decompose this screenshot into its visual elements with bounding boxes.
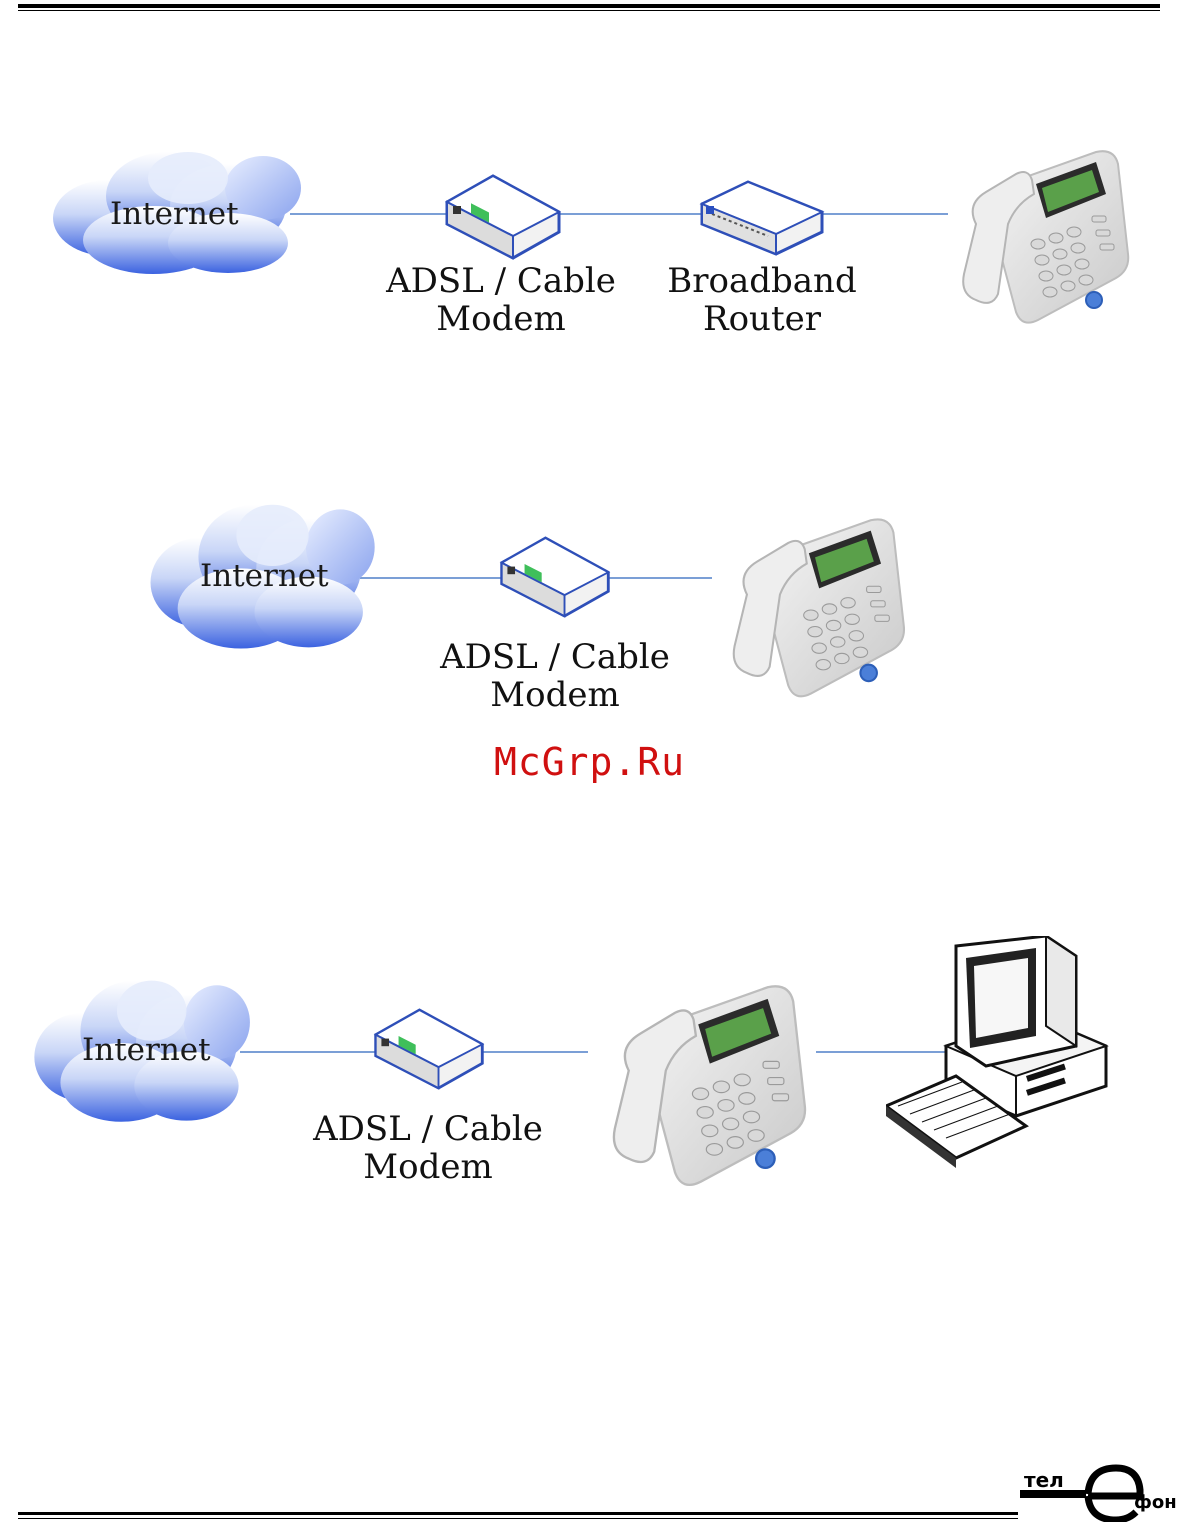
phone-icon [594,978,814,1198]
router-icon [698,176,828,260]
computer-icon [886,936,1118,1172]
logo-text-top: тел [1024,1468,1064,1492]
telefon-logo: тел фон [1018,1462,1178,1522]
internet-label: Internet [110,196,239,232]
router-label: Broadband Router [652,262,872,338]
logo-text-bottom: фон [1134,1492,1177,1513]
internet-label: Internet [200,558,329,594]
modem-label-line-1: ADSL / Cable [370,262,632,300]
bottom-rule-thick [18,1512,1018,1515]
router-label-line-1: Broadband [652,262,872,300]
modem-icon [438,172,568,264]
modem-label-line-2: Modem [430,676,680,714]
phone-icon [716,512,912,708]
modem-label: ADSL / Cable Modem [370,262,632,338]
watermark: McGrp.Ru [494,740,685,784]
phone-icon [946,144,1136,334]
modem-label: ADSL / Cable Modem [306,1110,550,1186]
modem-label: ADSL / Cable Modem [430,638,680,714]
router-label-line-2: Router [652,300,872,338]
internet-label: Internet [82,1032,211,1068]
modem-label-line-2: Modem [306,1148,550,1186]
modem-icon [370,1004,488,1096]
modem-label-line-1: ADSL / Cable [430,638,680,676]
modem-label-line-1: ADSL / Cable [306,1110,550,1148]
bottom-rule-thin [18,1518,1018,1519]
modem-icon [496,532,614,624]
modem-label-line-2: Modem [370,300,632,338]
